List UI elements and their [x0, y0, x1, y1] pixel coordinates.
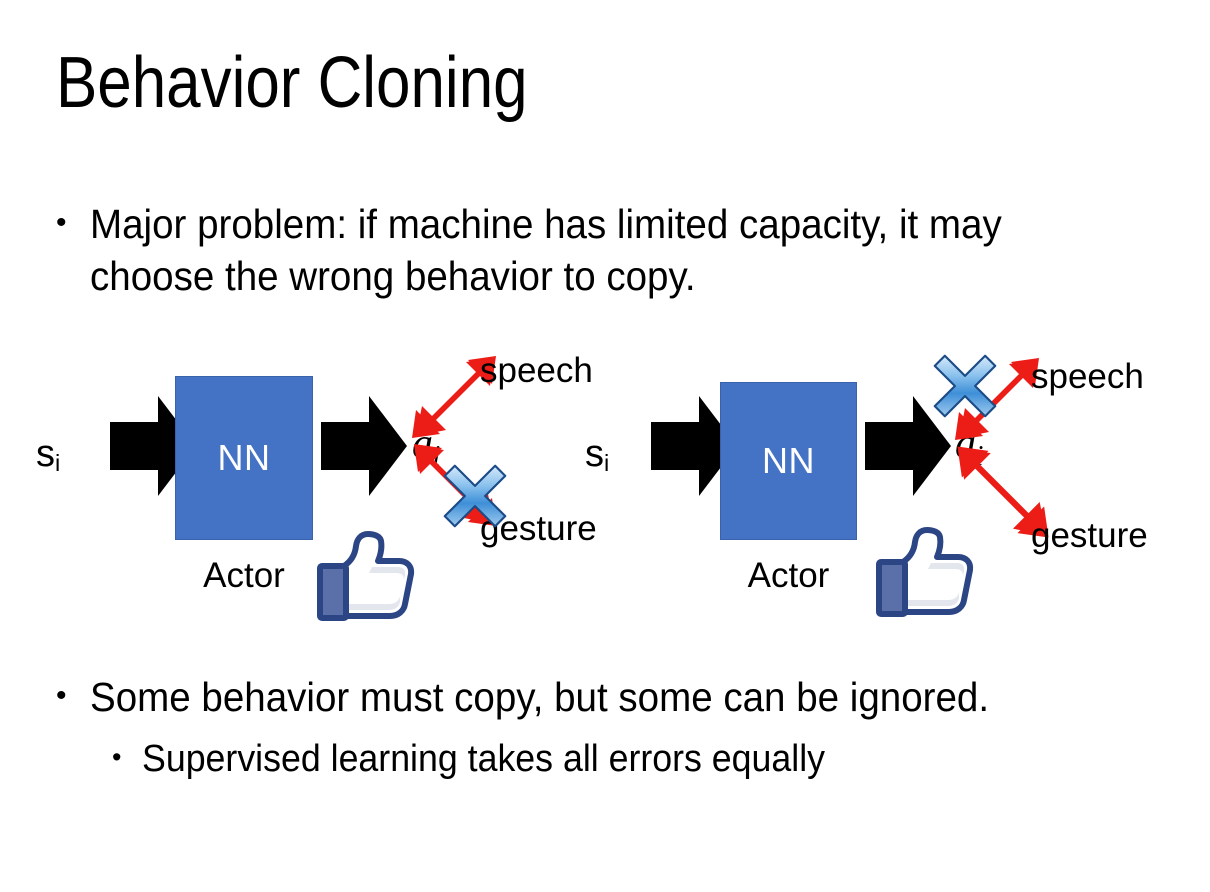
- bullet-top: • Major problem: if machine has limited …: [56, 198, 1146, 303]
- thumbs-down-icon-right: [876, 527, 974, 617]
- nn-label-right: NN: [762, 440, 815, 481]
- bullet-top-text: Major problem: if machine has limited ca…: [90, 201, 1002, 300]
- nn-box-right: NN: [720, 382, 857, 540]
- thumbs-up-icon-left: [317, 531, 415, 621]
- state-symbol: s: [585, 433, 604, 475]
- bullet-bottom-secondary-text: Supervised learning takes all errors equ…: [142, 738, 826, 780]
- branch-arrow-speech-left: [412, 356, 496, 438]
- blue-x-icon-right: [933, 354, 997, 418]
- bullet-marker-icon: •: [56, 206, 67, 239]
- bullet-marker-icon: •: [56, 679, 67, 712]
- state-symbol: s: [36, 433, 55, 475]
- input-arrow-icon-left: [110, 396, 196, 496]
- actor-label-right: Actor: [747, 556, 830, 595]
- branch-label-speech-right: speech: [1031, 357, 1144, 396]
- branch-label-gesture-right: gesture: [1031, 516, 1148, 555]
- input-arrow-icon-right: [651, 396, 737, 496]
- bullet-bottom-secondary: • Supervised learning takes all errors e…: [112, 735, 1172, 784]
- blue-x-icon-left: [443, 464, 507, 528]
- state-label-left: si: [36, 433, 61, 477]
- bullet-marker-icon: •: [112, 742, 122, 772]
- output-arrow-icon-left: [321, 396, 407, 496]
- bullet-bottom-primary: • Some behavior must copy, but some can …: [56, 671, 1176, 724]
- state-label-right: si: [585, 433, 610, 477]
- output-arrow-icon-right: [865, 396, 951, 496]
- actor-label-left: Actor: [203, 556, 285, 595]
- state-subscript: i: [55, 450, 61, 477]
- branch-label-speech-left: speech: [480, 351, 593, 390]
- diagram-right-bad-case: si NN Actor âi: [565, 340, 1165, 640]
- branch-arrow-speech-right: [955, 358, 1039, 440]
- bullet-bottom-primary-text: Some behavior must copy, but some can be…: [90, 674, 990, 720]
- page-title: Behavior Cloning: [56, 43, 528, 123]
- state-subscript: i: [604, 450, 610, 477]
- nn-box-left: NN: [175, 376, 313, 540]
- diagram-left-good-case: si NN Actor âi: [18, 340, 618, 640]
- branch-arrow-gesture-right: [957, 446, 1049, 538]
- nn-label-left: NN: [217, 437, 271, 478]
